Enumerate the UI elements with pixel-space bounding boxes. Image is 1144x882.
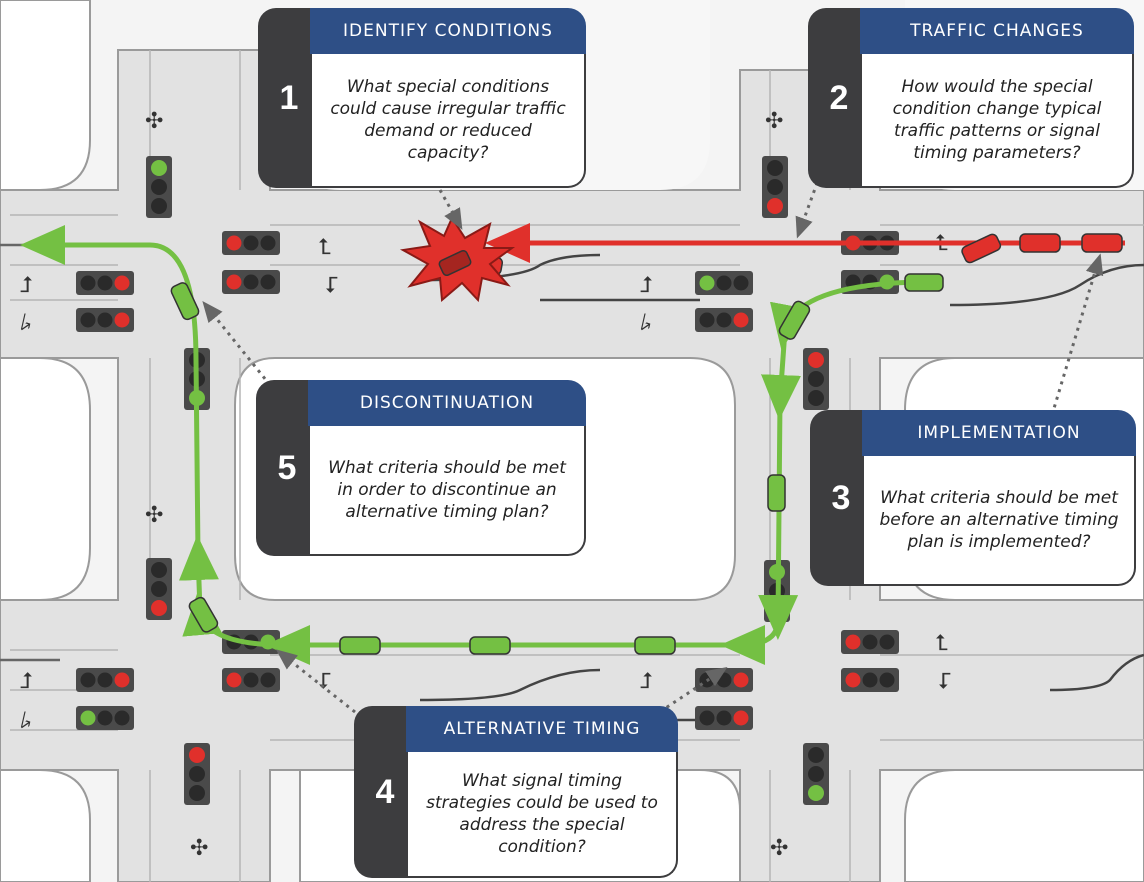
svg-text:⮥: ⮥ <box>20 273 33 298</box>
step-card-5: 5 DISCONTINUATION What criteria should b… <box>256 380 586 556</box>
step-question: What special conditions could cause irre… <box>310 54 586 188</box>
svg-text:⮤: ⮤ <box>318 235 331 260</box>
svg-text:⭞: ⭞ <box>20 311 31 336</box>
step-title: IDENTIFY CONDITIONS <box>310 8 586 54</box>
svg-text:✣: ✣ <box>145 503 163 528</box>
step-question: What criteria should be met before an al… <box>862 456 1136 586</box>
svg-text:✣: ✣ <box>770 836 788 861</box>
svg-text:⭞: ⭞ <box>20 709 31 734</box>
svg-text:⮤: ⮤ <box>935 631 948 656</box>
step-question: What criteria should be met in order to … <box>308 426 586 556</box>
step-title: ALTERNATIVE TIMING <box>406 706 678 752</box>
svg-text:✣: ✣ <box>145 109 163 134</box>
step-number: 3 <box>810 410 872 586</box>
step-number: 5 <box>256 380 318 556</box>
svg-text:⮦: ⮦ <box>325 273 338 298</box>
step-number: 1 <box>258 8 320 188</box>
svg-text:⮦: ⮦ <box>938 669 951 694</box>
svg-text:⭞: ⭞ <box>640 311 651 336</box>
svg-text:✣: ✣ <box>190 836 208 861</box>
step-card-2: 2 TRAFFIC CHANGES How would the special … <box>808 8 1134 188</box>
step-card-3: 3 IMPLEMENTATION What criteria should be… <box>810 410 1136 586</box>
crash-burst-icon <box>399 215 516 303</box>
step-question: How would the special condition change t… <box>860 54 1134 188</box>
green-route-arrow-left <box>20 225 201 556</box>
svg-text:⮥: ⮥ <box>20 669 33 694</box>
step-number: 4 <box>354 706 416 878</box>
svg-text:⮥: ⮥ <box>640 273 653 298</box>
svg-text:✣: ✣ <box>765 109 783 134</box>
svg-text:⮦: ⮦ <box>318 669 331 694</box>
svg-text:⮥: ⮥ <box>640 669 653 694</box>
step-card-1: 1 IDENTIFY CONDITIONS What special condi… <box>258 8 586 188</box>
step-question: What signal timing strategies could be u… <box>406 752 678 878</box>
step-card-4: 4 ALTERNATIVE TIMING What signal timing … <box>354 706 678 878</box>
step-title: TRAFFIC CHANGES <box>860 8 1134 54</box>
step-title: IMPLEMENTATION <box>862 410 1136 456</box>
step-number: 2 <box>808 8 870 188</box>
step-title: DISCONTINUATION <box>308 380 586 426</box>
green-route-arrow <box>178 279 931 666</box>
